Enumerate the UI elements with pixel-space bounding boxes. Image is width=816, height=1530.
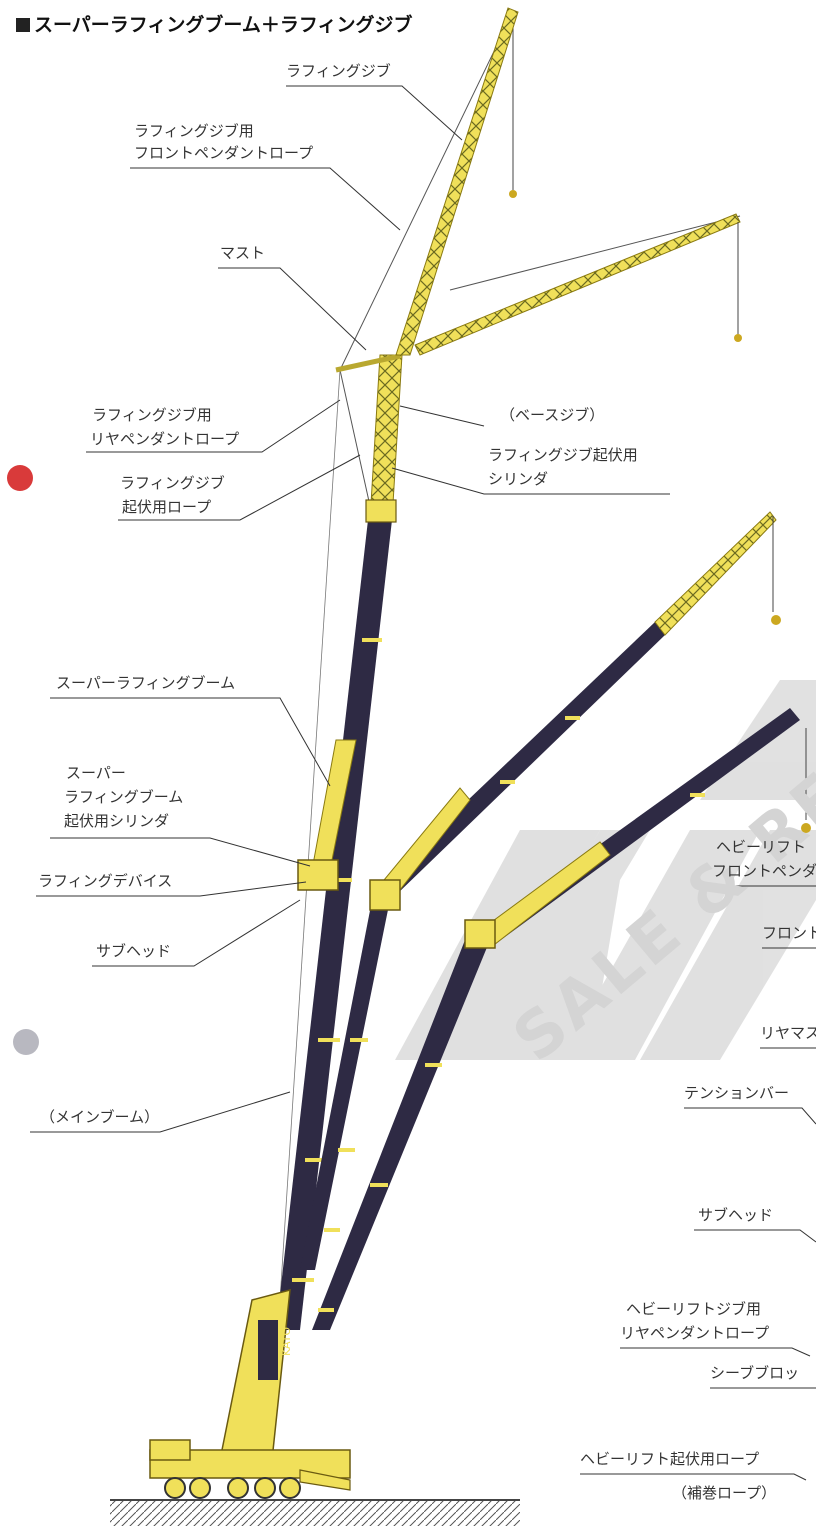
label-derrick-rope-1: ラフィングジブ xyxy=(120,474,225,492)
label-rear-pendant-1: ラフィングジブ用 xyxy=(92,406,212,424)
label-luffing-device: ラフィングデバイス xyxy=(38,872,173,890)
label-rear-pendant-2: リヤペンダントロープ xyxy=(90,430,240,448)
ground xyxy=(110,1499,520,1526)
label-sheave-block: シーブブロッ xyxy=(710,1364,800,1382)
label-luffing-jib: ラフィングジブ xyxy=(286,62,391,80)
label-heavy-derrick: ヘビーリフト起伏用ロープ xyxy=(580,1450,760,1468)
label-super-boom: スーパーラフィングブーム xyxy=(56,674,236,692)
crane-brand-text: KATO xyxy=(280,1327,293,1356)
label-super-cyl-3: 起伏用シリンダ xyxy=(64,812,170,830)
gray-badge-icon xyxy=(13,1029,39,1055)
title-text: スーパーラフィングブーム＋ラフィングジブ xyxy=(34,14,413,36)
leader-lines xyxy=(30,85,816,1481)
label-sub-head-right: サブヘッド xyxy=(698,1206,774,1224)
label-front-pendant-2: フロントペンダントロープ xyxy=(134,144,314,162)
label-front-pendant-1: ラフィングジブ用 xyxy=(134,122,254,140)
label-sub-head-left: サブヘッド xyxy=(96,942,172,960)
label-cylinder-1: ラフィングジブ起伏用 xyxy=(488,446,638,464)
crane-config-1: KATO xyxy=(149,7,519,1499)
label-heavy-lift-2: フロントペンダ xyxy=(712,862,816,880)
label-main-boom: （メインブーム） xyxy=(40,1108,160,1126)
label-heavy-rear-1: ヘビーリフトジブ用 xyxy=(626,1300,762,1318)
crane-config-2 xyxy=(300,511,781,1270)
label-super-cyl-1: スーパー xyxy=(66,764,126,782)
crane-config-3 xyxy=(312,708,811,1330)
page-title: スーパーラフィングブーム＋ラフィングジブ xyxy=(16,10,412,37)
label-tension-bar: テンションバー xyxy=(684,1084,790,1102)
label-heavy-lift-1: ヘビーリフト xyxy=(716,838,807,856)
label-cylinder-2: シリンダ xyxy=(488,470,549,488)
crane-config-jib-angled xyxy=(414,213,742,356)
label-rear-mast-cut: リヤマス xyxy=(760,1024,816,1042)
label-super-cyl-2: ラフィングブーム xyxy=(64,788,184,806)
red-badge-icon xyxy=(7,465,33,491)
label-base-jib: （ベースジブ） xyxy=(500,406,605,424)
title-square-icon xyxy=(16,18,30,32)
label-derrick-rope-2: 起伏用ロープ xyxy=(122,498,212,516)
label-heavy-rear-2: リヤペンダントロープ xyxy=(620,1324,770,1342)
label-mast: マスト xyxy=(220,244,266,262)
label-front-cut: フロント xyxy=(762,924,816,942)
label-aux-rope: （補巻ロープ） xyxy=(672,1484,777,1502)
